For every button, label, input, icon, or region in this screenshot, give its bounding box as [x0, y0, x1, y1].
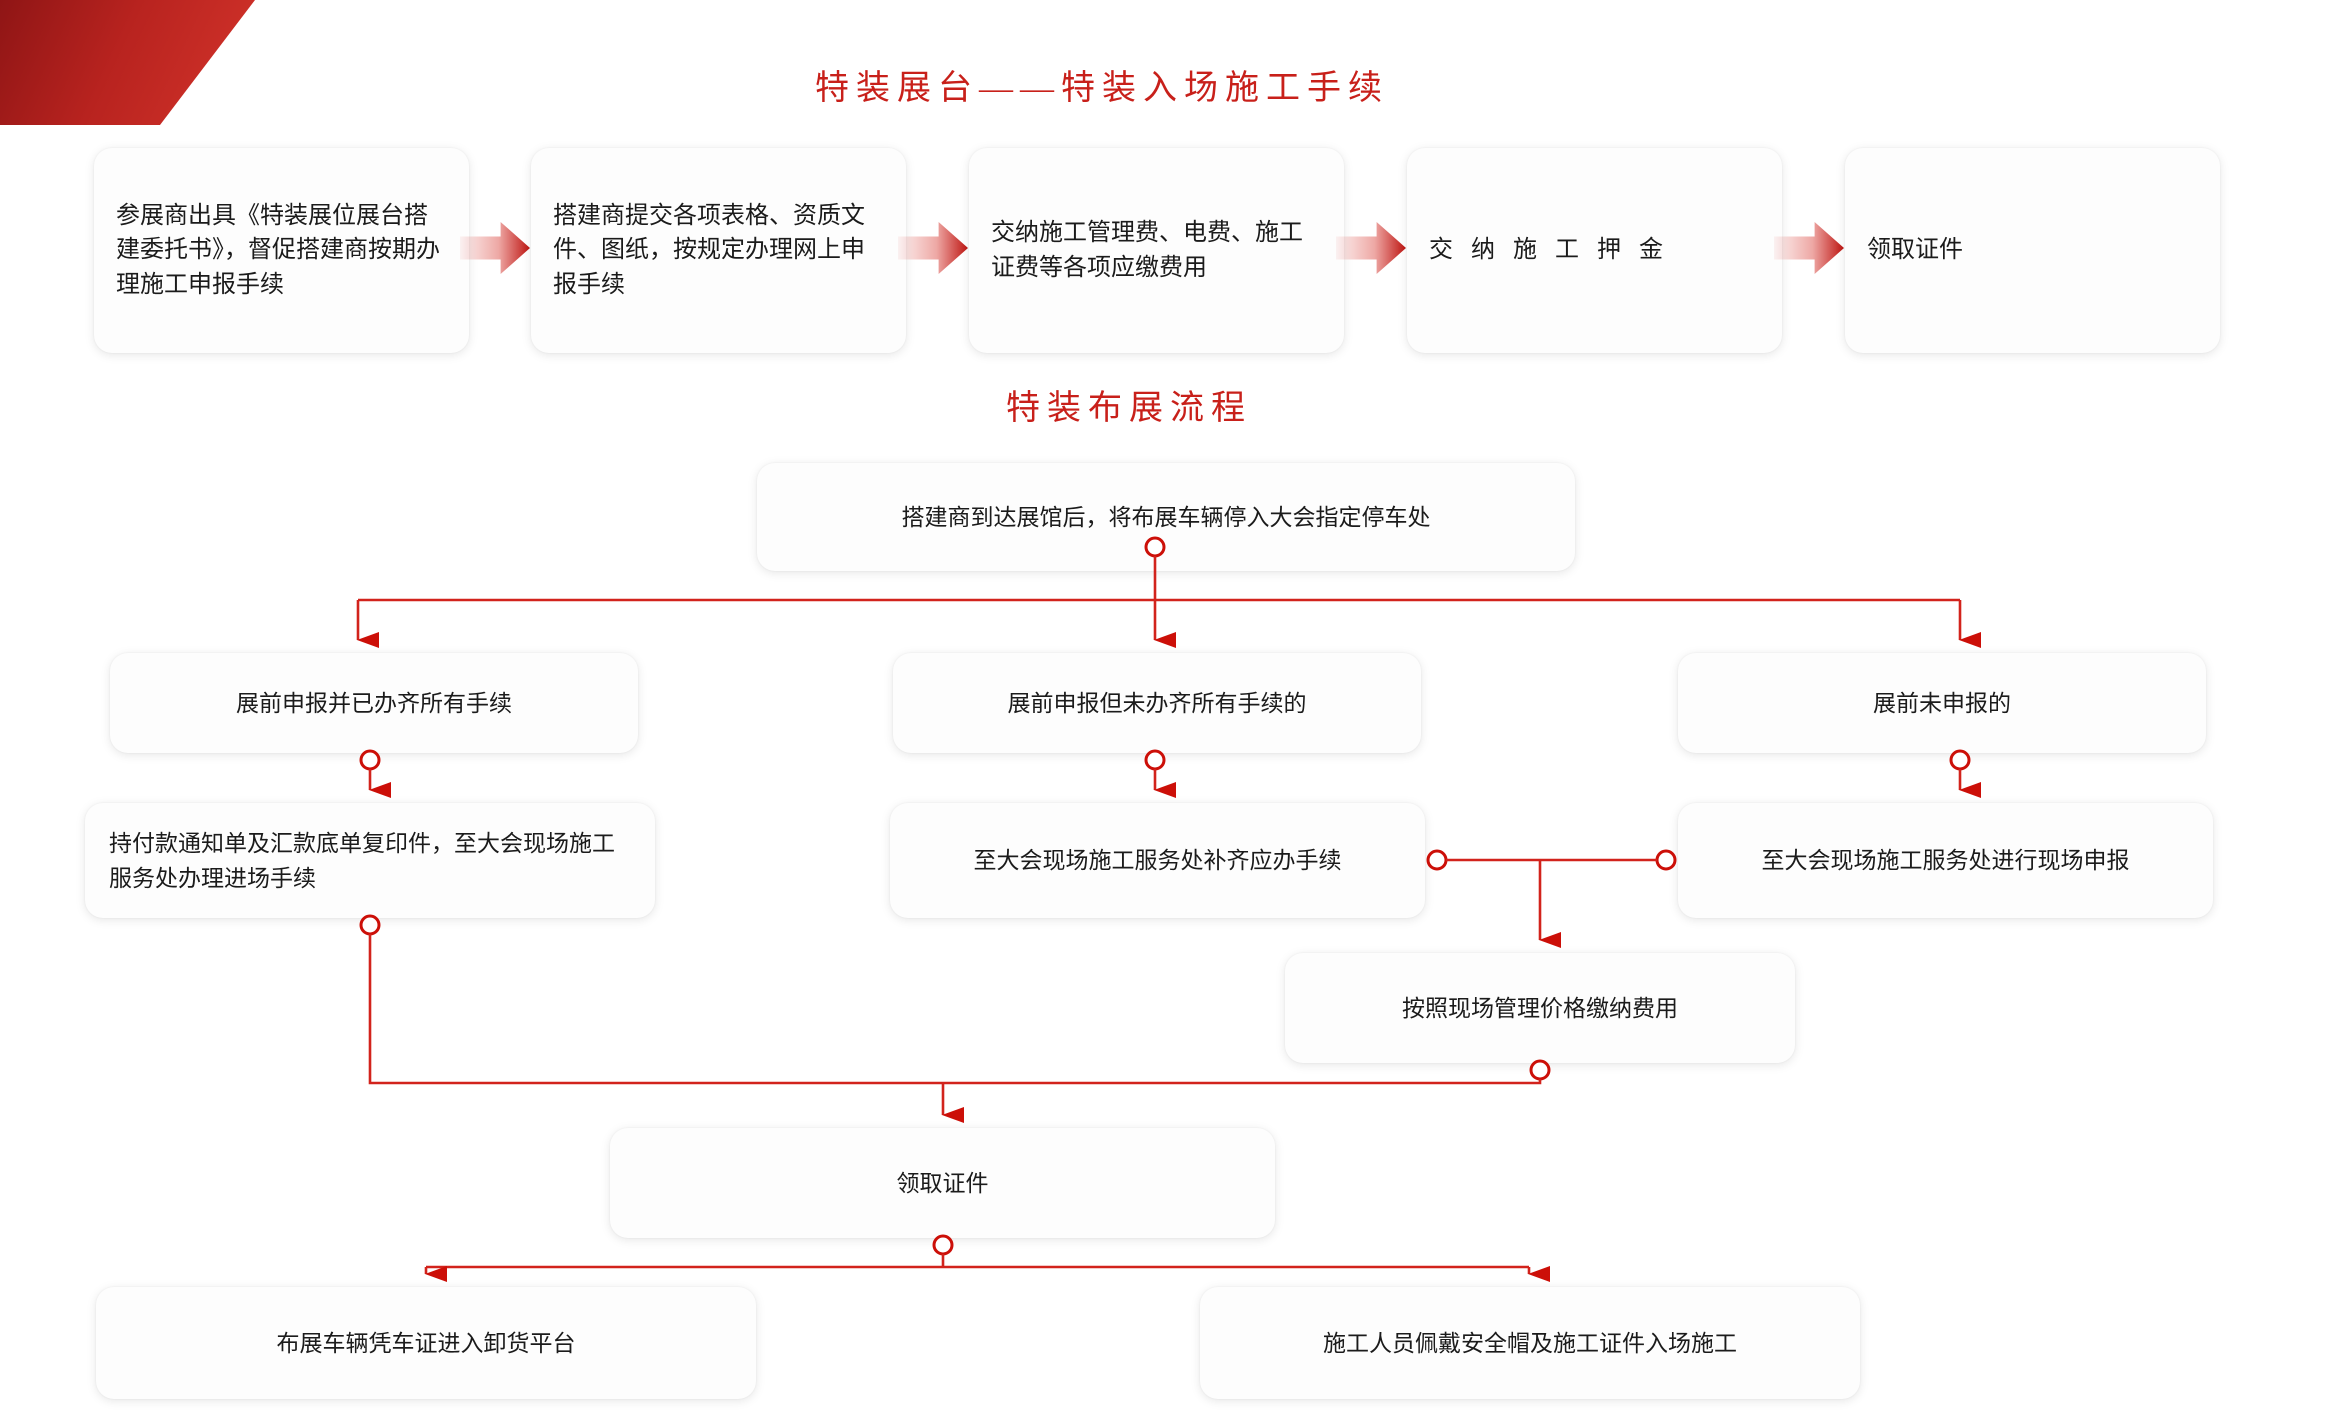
circle-port-icon-fee-bottom	[1529, 1059, 1551, 1081]
flow2-outcome-1-label: 布展车辆凭车证进入卸货平台	[276, 1329, 576, 1356]
flow1-step-1-card[interactable]: 参展商出具《特装展位展台搭建委托书》，督促搭建商按期办理施工申报手续	[94, 148, 469, 353]
wire-action1-to-badge-bus	[368, 934, 943, 1085]
corner-ribbon-decoration	[0, 0, 255, 125]
flow2-outcome-2-label: 施工人员佩戴安全帽及施工证件入场施工	[1323, 1329, 1737, 1356]
flow1-step-4-label: 交 纳 施 工 押 金	[1429, 237, 1669, 264]
flow2-badge-card[interactable]: 领取证件	[610, 1128, 1275, 1238]
flow1-step-4-card[interactable]: 交 纳 施 工 押 金	[1407, 148, 1782, 353]
flow1-step-2-card[interactable]: 搭建商提交各项表格、资质文件、图纸，按规定办理网上申报手续	[531, 148, 906, 353]
flow2-outcome-2-card[interactable]: 施工人员佩戴安全帽及施工证件入场施工	[1200, 1287, 1860, 1399]
flow2-branch-2-label: 展前申报但未办齐所有手续的	[1007, 689, 1307, 716]
flow2-fee-label: 按照现场管理价格缴纳费用	[1402, 994, 1678, 1021]
circle-port-icon-action-2-right	[1426, 849, 1448, 871]
flow1-step-5-card[interactable]: 领取证件	[1845, 148, 2220, 353]
flow2-action-1-label: 持付款通知单及汇款底单复印件，至大会现场施工服务处办理进场手续	[109, 830, 615, 891]
flow2-action-2-label: 至大会现场施工服务处补齐应办手续	[973, 847, 1342, 874]
circle-port-icon-branch-1	[359, 749, 381, 771]
flow1-step-1-label: 参展商出具《特装展位展台搭建委托书》，督促搭建商按期办理施工申报手续	[116, 203, 440, 298]
right-arrow-chevron-icon-1	[460, 222, 530, 274]
flow2-action-2-card[interactable]: 至大会现场施工服务处补齐应办手续	[890, 803, 1425, 918]
flow2-start-card[interactable]: 搭建商到达展馆后，将布展车辆停入大会指定停车处	[757, 463, 1575, 571]
flow1-step-2-label: 搭建商提交各项表格、资质文件、图纸，按规定办理网上申报手续	[553, 203, 865, 298]
flow2-fee-card[interactable]: 按照现场管理价格缴纳费用	[1285, 953, 1795, 1063]
flow1-step-5-label: 领取证件	[1867, 237, 1963, 264]
flow2-branch-3-card[interactable]: 展前未申报的	[1678, 653, 2206, 753]
circle-port-icon-badge-bottom	[932, 1234, 954, 1256]
flow2-start-label: 搭建商到达展馆后，将布展车辆停入大会指定停车处	[901, 503, 1431, 530]
flow2-action-3-label: 至大会现场施工服务处进行现场申报	[1761, 847, 2130, 874]
flow2-branch-1-card[interactable]: 展前申报并已办齐所有手续	[110, 653, 638, 753]
right-arrow-chevron-icon-2	[898, 222, 968, 274]
right-arrow-chevron-icon-4	[1774, 222, 1844, 274]
section-title-setup-flow: 特装布展流程	[1006, 390, 1252, 427]
wire-fee-to-badge-bus	[943, 1079, 1542, 1085]
flow2-outcome-1-card[interactable]: 布展车辆凭车证进入卸货平台	[96, 1287, 756, 1399]
circle-port-icon-branch-2	[1144, 749, 1166, 771]
flow1-step-3-card[interactable]: 交纳施工管理费、电费、施工证费等各项应缴费用	[969, 148, 1344, 353]
right-arrow-chevron-icon-3	[1336, 222, 1406, 274]
flow1-step-3-label: 交纳施工管理费、电费、施工证费等各项应缴费用	[991, 220, 1303, 281]
circle-port-icon-branch-3	[1949, 749, 1971, 771]
flow2-action-3-card[interactable]: 至大会现场施工服务处进行现场申报	[1678, 803, 2213, 918]
flow2-branch-1-label: 展前申报并已办齐所有手续	[236, 689, 512, 716]
flow2-branch-2-card[interactable]: 展前申报但未办齐所有手续的	[893, 653, 1421, 753]
flow2-badge-label: 领取证件	[896, 1169, 989, 1196]
circle-port-icon-action-3-left	[1655, 849, 1677, 871]
section-title-construction-procedures: 特装展台——特装入场施工手续	[815, 70, 1389, 107]
flow2-branch-3-label: 展前未申报的	[1873, 689, 2011, 716]
circle-port-icon-action-1-bottom	[359, 914, 381, 936]
flow2-action-1-card[interactable]: 持付款通知单及汇款底单复印件，至大会现场施工服务处办理进场手续	[85, 803, 655, 918]
